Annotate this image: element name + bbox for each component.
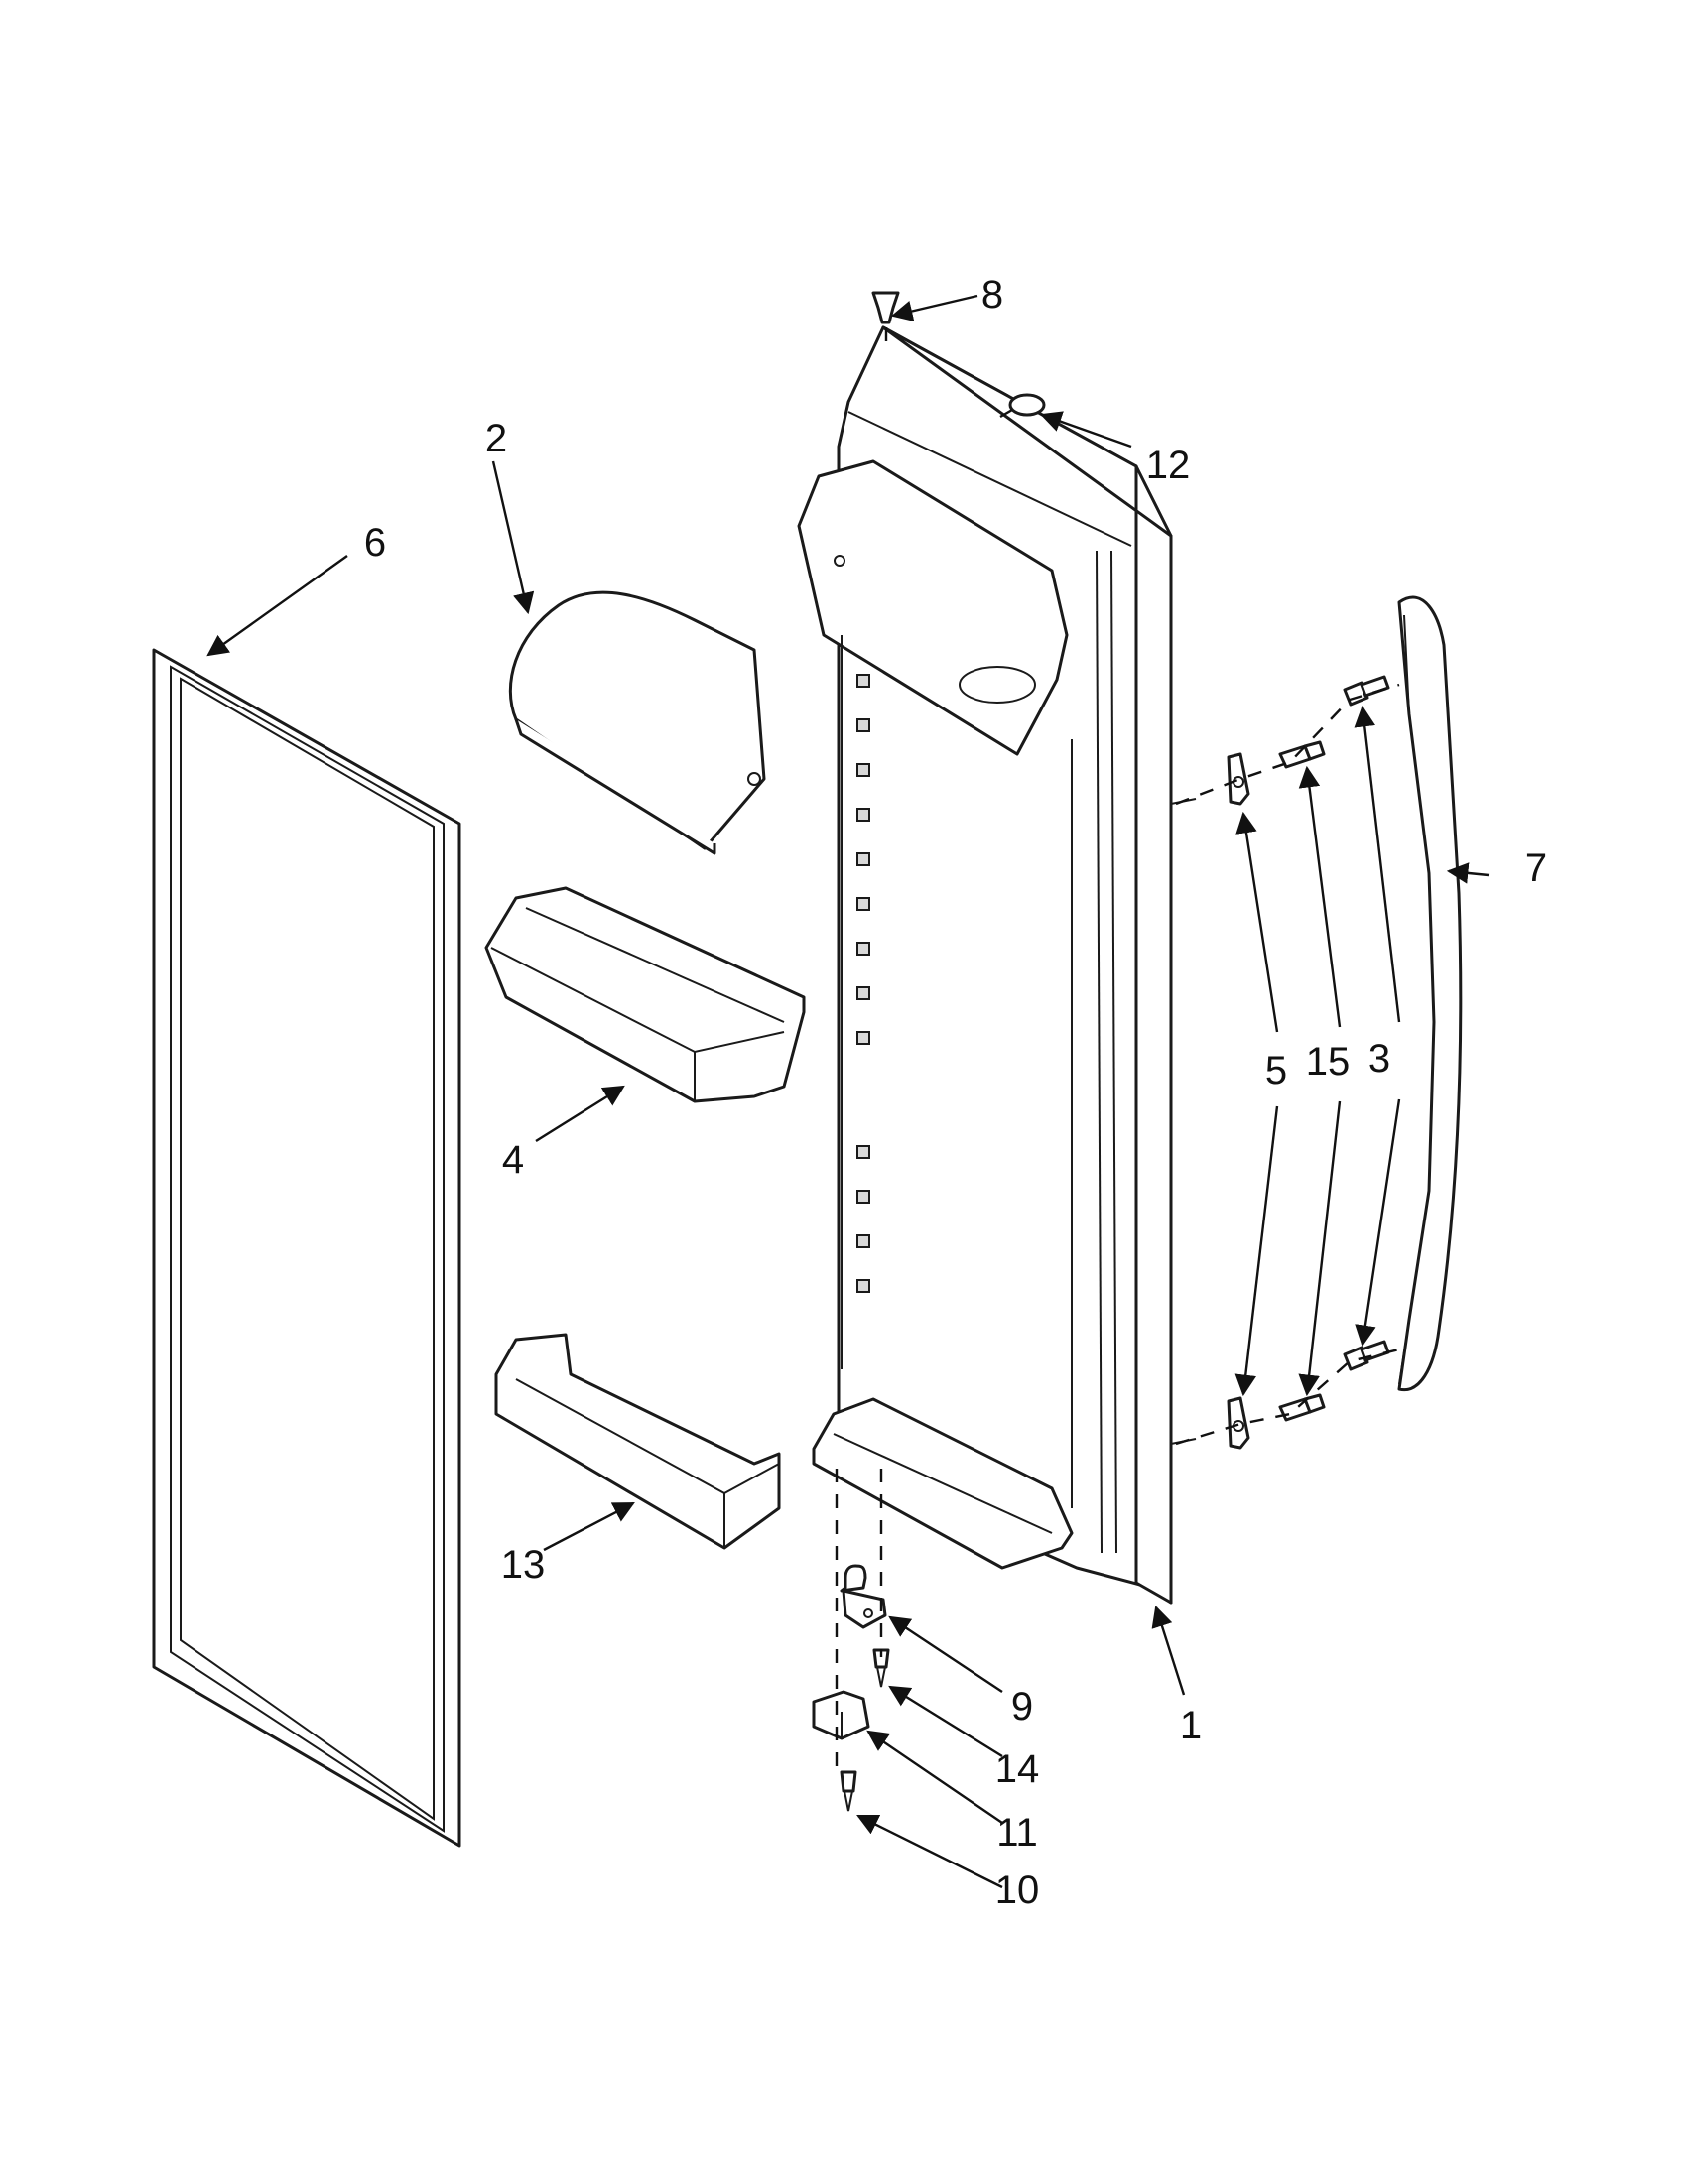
- top-plug: [871, 291, 900, 342]
- callout-6: 6: [364, 521, 386, 565]
- shoulder-screw-upper: [1278, 740, 1326, 769]
- handle-center-line-lower: [1175, 1348, 1400, 1446]
- callout-12: 12: [1146, 444, 1191, 487]
- liner-mounting-lugs: [856, 674, 870, 1293]
- handle-screw-lower: [1343, 1340, 1390, 1371]
- lower-hinge: [840, 1564, 887, 1629]
- callout-1: 1: [1180, 1704, 1202, 1747]
- callout-4: 4: [502, 1138, 524, 1182]
- door-gasket: [152, 648, 461, 1848]
- callout-3: 3: [1368, 1037, 1390, 1081]
- door-bin: [484, 886, 806, 1103]
- block-screw: [840, 1770, 857, 1812]
- callout-15: 15: [1306, 1040, 1351, 1084]
- door-assembly: [797, 325, 1197, 1605]
- shoulder-screw-lower: [1278, 1393, 1326, 1422]
- dairy-cover: [508, 590, 766, 855]
- callout-14: 14: [995, 1747, 1040, 1791]
- handle-bracket-upper: [1227, 752, 1250, 806]
- hinge-block: [812, 1690, 870, 1740]
- leader-lines: [206, 294, 1490, 1889]
- top-seal: [999, 393, 1046, 419]
- callout-8: 8: [981, 273, 1003, 317]
- hinge-screw: [872, 1648, 890, 1688]
- callout-11: 11: [996, 1811, 1038, 1855]
- callout-10: 10: [995, 1868, 1040, 1912]
- door-handle: [1397, 595, 1463, 1392]
- callout-13: 13: [501, 1543, 546, 1587]
- handle-bracket-lower: [1227, 1396, 1250, 1450]
- callout-2: 2: [485, 417, 507, 460]
- callout-5: 5: [1265, 1049, 1287, 1092]
- callout-9: 9: [1011, 1685, 1033, 1729]
- callout-7: 7: [1525, 846, 1547, 890]
- shelf-rail: [494, 1333, 781, 1550]
